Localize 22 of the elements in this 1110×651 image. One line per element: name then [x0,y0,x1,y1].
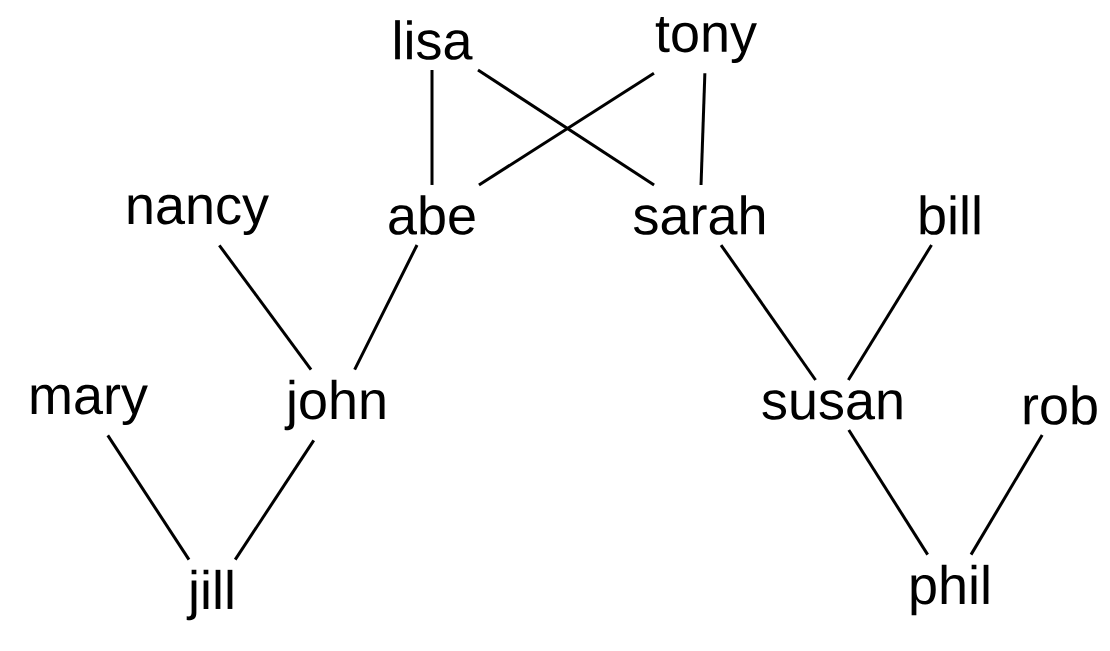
name-label: jill [186,569,233,621]
name-label: tony [655,16,757,64]
name-label: john [284,379,385,431]
connector-line [699,73,707,186]
name-label: nancy [128,194,269,236]
connector-line [233,439,316,561]
name-label: mary [31,384,148,426]
connector-line [430,70,434,185]
connector-line [218,244,313,371]
name-label: bill [920,195,980,235]
connector-line [106,434,191,561]
name-label: sarah [634,195,764,235]
name-label: rob [1024,385,1097,425]
name-label: susan [762,390,902,420]
name-label: abe [389,195,475,235]
connector-line [719,244,817,381]
connector-line [847,244,933,381]
connector-line [353,244,419,371]
name-label: phil [911,564,989,616]
connector-line [847,429,929,556]
connector-line [969,434,1044,556]
name-label: lisa [395,20,473,60]
